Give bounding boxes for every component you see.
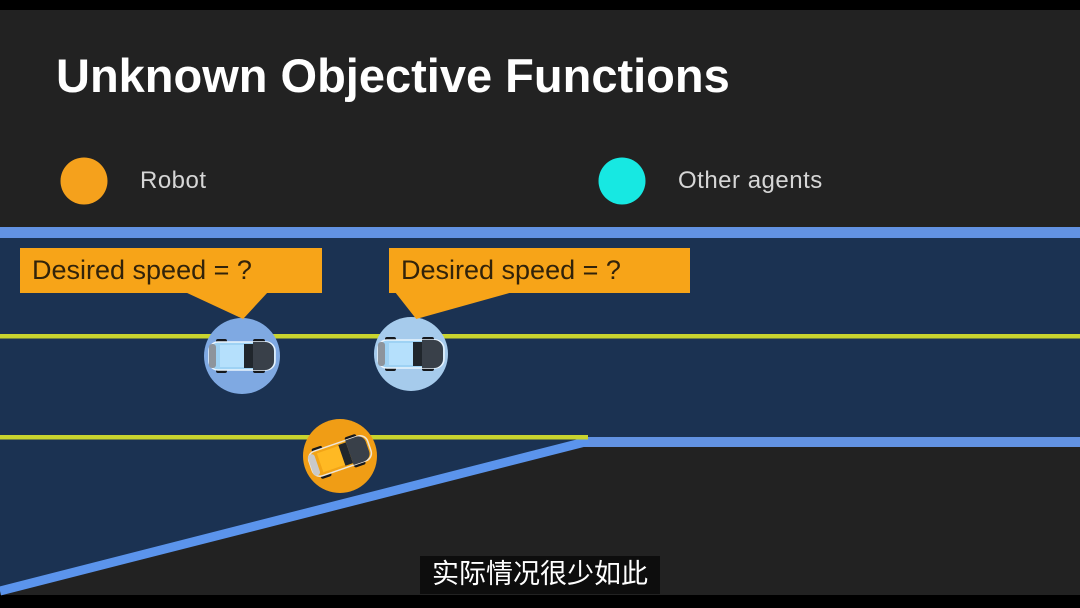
car-top-view-icon <box>307 434 373 479</box>
road-surface <box>0 238 1080 591</box>
legend-item-robot: Robot <box>60 157 207 205</box>
car-top-view-icon <box>377 337 445 371</box>
speech-bubble-agent-2: Desired speed = ? <box>389 248 690 293</box>
road-edge-bottom-right <box>584 437 1080 447</box>
video-subtitle: 实际情况很少如此 <box>420 556 660 594</box>
other-agent-car-1 <box>204 318 280 394</box>
robot-car <box>303 419 377 493</box>
legend-label-robot: Robot <box>140 167 207 194</box>
speech-bubble-text: Desired speed = ? <box>32 255 252 285</box>
legend-label-other-agents: Other agents <box>678 167 823 194</box>
robot-legend-dot-icon <box>60 157 108 205</box>
speech-bubble-text: Desired speed = ? <box>401 255 621 285</box>
merge-lane-edge <box>0 436 591 596</box>
legend-item-other-agents: Other agents <box>598 157 823 205</box>
lane-line-center <box>0 334 1080 339</box>
car-top-view-icon <box>208 339 276 373</box>
page-title: Unknown Objective Functions <box>56 49 730 102</box>
road-edge-top <box>0 227 1080 238</box>
speech-bubble-agent-1: Desired speed = ? <box>20 248 322 293</box>
other-agents-legend-dot-icon <box>598 157 646 205</box>
lane-line-merge <box>0 435 588 440</box>
other-agent-car-2 <box>374 317 448 391</box>
